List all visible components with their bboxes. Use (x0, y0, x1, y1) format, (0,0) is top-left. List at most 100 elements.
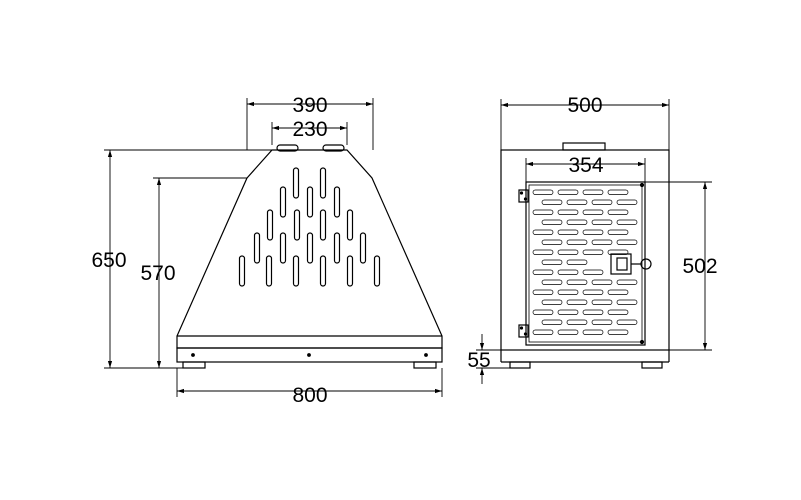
door-slot (532, 249, 554, 255)
front-dimensions (104, 98, 443, 397)
door-slot (541, 299, 563, 305)
hinge-top (518, 189, 529, 203)
vent-slot (279, 232, 287, 264)
door-slot (566, 259, 588, 265)
foot-right (641, 361, 663, 369)
door-slot (557, 209, 579, 215)
vent-slot (333, 186, 341, 218)
door-slot (566, 319, 588, 325)
vent-slot (346, 255, 354, 287)
door-slot (591, 299, 613, 305)
door-latch (610, 253, 652, 275)
dim-handle-width: 230 (292, 118, 327, 141)
door-slot (541, 239, 563, 245)
door-slot (591, 239, 613, 245)
door-slot (566, 219, 588, 225)
vent-slot (359, 232, 367, 264)
vent-slot (238, 255, 246, 287)
handle-right (322, 144, 345, 152)
screw (307, 353, 311, 357)
door-slot (582, 269, 604, 275)
door-slot (532, 189, 554, 195)
hood-body (176, 149, 443, 349)
dim-total-height: 650 (91, 249, 126, 272)
vent-slot (292, 255, 300, 287)
door-slot (532, 289, 554, 295)
vent-slot (373, 255, 381, 287)
door-slot (582, 249, 604, 255)
vent-slot (306, 186, 314, 218)
door-slot (557, 229, 579, 235)
top-handle (562, 142, 606, 151)
vent-slot (319, 167, 327, 199)
door-slot (532, 209, 554, 215)
door-slot (557, 289, 579, 295)
door-slot (607, 209, 629, 215)
vent-slot (319, 255, 327, 287)
vent-slot (346, 209, 354, 241)
door-slot (582, 289, 604, 295)
door-slot (582, 329, 604, 335)
door-slot (566, 199, 588, 205)
door-slot (532, 329, 554, 335)
door-slot (616, 199, 638, 205)
screw (191, 353, 195, 357)
door-slot (616, 319, 638, 325)
vent-slots (238, 167, 381, 287)
door-panel (525, 181, 646, 346)
vent-slot (253, 232, 261, 264)
door-slot (582, 209, 604, 215)
hood-base (176, 347, 443, 363)
handle-left (276, 144, 299, 152)
foot-left (182, 361, 206, 369)
door-slot (616, 279, 638, 285)
door-slot (582, 229, 604, 235)
foot-left (509, 361, 531, 369)
door-slot (557, 249, 579, 255)
dim-base-width: 800 (292, 384, 327, 407)
vent-slot (292, 167, 300, 199)
door-slot (591, 319, 613, 325)
door-slot (607, 229, 629, 235)
door-slot (557, 309, 579, 315)
door-slot (541, 279, 563, 285)
door-slot (616, 299, 638, 305)
dim-door-height: 502 (682, 255, 717, 278)
door-slot (532, 269, 554, 275)
door-slot (532, 309, 554, 315)
dim-body-height: 570 (140, 262, 175, 285)
door-slot (541, 259, 563, 265)
dim-foot-height: 55 (467, 349, 490, 372)
door-slot (591, 279, 613, 285)
door-slot (557, 189, 579, 195)
dim-top-width: 390 (292, 94, 327, 117)
door-slot (591, 199, 613, 205)
door-slot (616, 239, 638, 245)
door-slot (541, 199, 563, 205)
door-slot (591, 219, 613, 225)
side-dimensions (476, 99, 712, 384)
door-slot (582, 309, 604, 315)
door-slot (541, 219, 563, 225)
foot-right (413, 361, 437, 369)
side-view (500, 142, 670, 369)
door-slot (607, 329, 629, 335)
vent-slot (279, 186, 287, 218)
door-slot (566, 239, 588, 245)
door-slot (557, 329, 579, 335)
door-slot (607, 189, 629, 195)
door-slot (607, 289, 629, 295)
door-slot (541, 319, 563, 325)
vent-slot (293, 209, 301, 241)
dim-cabinet-width: 500 (567, 94, 602, 117)
door-slot (607, 249, 629, 255)
door-vent-slots (532, 189, 638, 335)
dim-door-width: 354 (568, 154, 603, 177)
screw (424, 353, 428, 357)
hinge-bottom (518, 324, 529, 338)
vent-slot (265, 255, 273, 287)
vent-slot (306, 232, 314, 264)
front-view (176, 144, 443, 369)
